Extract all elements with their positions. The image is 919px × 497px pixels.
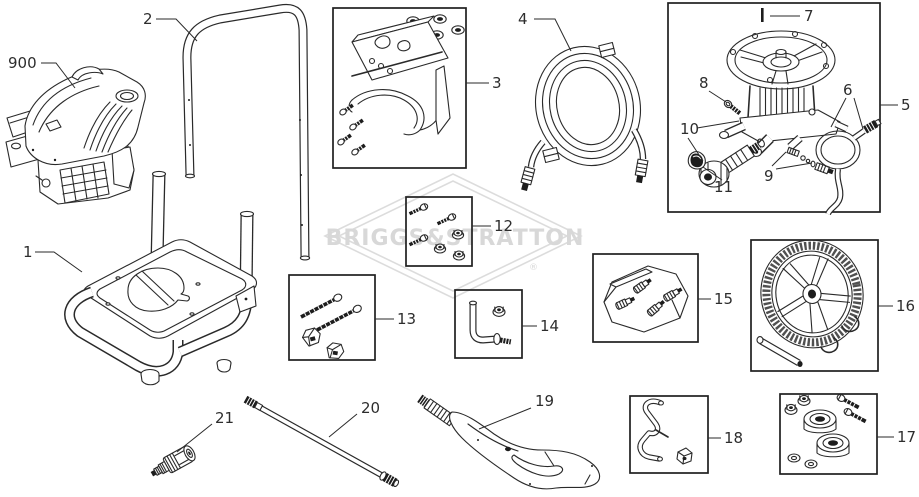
hook-kit-18-box[interactable]: [629, 395, 709, 474]
part-label-18[interactable]: 18: [724, 429, 743, 447]
part-label-7[interactable]: 7: [804, 7, 814, 25]
handle-2-illustration[interactable]: [182, 3, 311, 261]
leader-10: [687, 120, 740, 162]
coupler-21-illustration[interactable]: [148, 444, 198, 482]
foot-kit-17-box[interactable]: [779, 393, 878, 475]
valve-kit-9[interactable]: [786, 146, 834, 175]
part-label-16[interactable]: 16: [896, 297, 915, 315]
nozzle-kit-15-box[interactable]: [592, 253, 699, 343]
part-label-8[interactable]: 8: [699, 74, 709, 92]
bolt-kit-12-box[interactable]: [405, 196, 473, 267]
leader-21: [176, 423, 213, 453]
part-label-11[interactable]: 11: [714, 178, 733, 196]
part-label-2[interactable]: 2: [143, 10, 153, 28]
part-label-17[interactable]: 17: [897, 428, 916, 446]
spray-gun-19-illustration[interactable]: [417, 394, 601, 490]
part-label-5[interactable]: 5: [901, 96, 911, 114]
part-label-3[interactable]: 3: [492, 74, 502, 92]
frame-1-illustration[interactable]: [64, 170, 258, 386]
part-label-20[interactable]: 20: [361, 399, 380, 417]
pin-7[interactable]: [761, 8, 764, 22]
hose-4-illustration[interactable]: [519, 35, 653, 191]
part-label-9[interactable]: 9: [764, 167, 774, 185]
leader-1: [35, 251, 83, 273]
leader-4: [534, 18, 572, 52]
part-label-1[interactable]: 1: [23, 243, 33, 261]
leader-900: [41, 62, 76, 89]
leader-20: [328, 413, 358, 438]
wheel-kit-16-box[interactable]: [750, 231, 879, 372]
leader-9: [771, 151, 813, 170]
filter-11[interactable]: [687, 151, 706, 170]
engine-900-illustration[interactable]: [5, 66, 146, 205]
leader-2: [156, 18, 198, 42]
pump-assembly-5-box[interactable]: 7 8 6 10 11 9: [667, 2, 882, 216]
leader-11: [702, 166, 723, 181]
rod-kit-14-box[interactable]: [454, 289, 523, 359]
callouts: 900 2 3 4 5 1 12 13 14 15 16 17 18 19 20…: [8, 10, 916, 453]
chemical-tube-6[interactable]: [815, 118, 882, 216]
part-label-19[interactable]: 19: [535, 392, 554, 410]
leader-6: [830, 97, 864, 130]
panel-kit-3-box[interactable]: [332, 7, 467, 169]
part-label-6[interactable]: 6: [843, 81, 853, 99]
part-label-10[interactable]: 10: [680, 120, 699, 138]
knob-kit-13-box[interactable]: [288, 274, 376, 361]
part-label-4[interactable]: 4: [518, 10, 528, 28]
part-label-14[interactable]: 14: [540, 317, 559, 335]
part-label-12[interactable]: 12: [494, 217, 513, 235]
part-label-13[interactable]: 13: [397, 310, 416, 328]
part-label-900[interactable]: 900: [8, 54, 37, 72]
wand-20-illustration[interactable]: [243, 395, 400, 488]
watermark-registered-mark: ®: [529, 263, 538, 273]
fitting-8[interactable]: [723, 99, 742, 116]
part-label-21[interactable]: 21: [215, 409, 234, 427]
part-label-15[interactable]: 15: [714, 290, 733, 308]
leader-8: [708, 90, 727, 103]
leader-19: [478, 407, 532, 430]
